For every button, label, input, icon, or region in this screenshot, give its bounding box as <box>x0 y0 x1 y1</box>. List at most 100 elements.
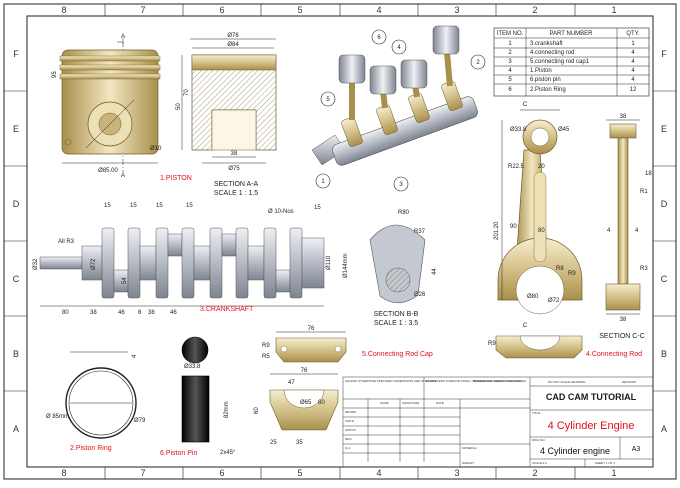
crank-web <box>235 227 249 299</box>
label-pin: 6.Piston Pin <box>160 450 197 457</box>
svg-text:1: 1 <box>321 179 325 185</box>
svg-text:All R3: All R3 <box>58 239 75 245</box>
section-marker-a-bottom: A <box>121 173 125 179</box>
section-aa-title: SECTION A-A <box>214 181 259 188</box>
svg-text:Ø 85mm: Ø 85mm <box>46 414 69 420</box>
svg-text:15: 15 <box>104 203 111 209</box>
svg-text:4: 4 <box>631 50 635 56</box>
svg-text:7: 7 <box>140 5 145 15</box>
svg-text:R37: R37 <box>414 229 426 235</box>
svg-text:54: 54 <box>122 277 128 284</box>
svg-text:7: 7 <box>140 468 145 478</box>
svg-text:A: A <box>661 424 667 434</box>
svg-text:R3: R3 <box>640 266 648 272</box>
svg-text:APPV'D: APPV'D <box>345 428 357 432</box>
crank-web <box>155 227 169 299</box>
company-name: CAD CAM TUTORIAL <box>546 392 637 402</box>
svg-text:18: 18 <box>645 171 652 177</box>
svg-text:4: 4 <box>376 468 381 478</box>
svg-text:Ø72: Ø72 <box>548 298 560 304</box>
svg-text:Ø 10-Nos: Ø 10-Nos <box>268 209 294 215</box>
svg-text:1: 1 <box>611 468 616 478</box>
svg-text:4: 4 <box>631 77 635 83</box>
section-marker-c-top: C <box>523 102 528 108</box>
svg-text:70: 70 <box>184 89 190 96</box>
svg-text:2x45°: 2x45° <box>220 450 236 456</box>
svg-text:1.Piston: 1.Piston <box>530 68 552 74</box>
svg-text:4: 4 <box>635 228 639 234</box>
svg-text:CHK'D: CHK'D <box>345 419 355 423</box>
svg-text:15: 15 <box>314 205 321 211</box>
piston-groove <box>59 73 161 80</box>
crank-web <box>209 227 223 299</box>
svg-text:DWG NO.: DWG NO. <box>532 438 546 442</box>
section-bb-scale: SCALE 1 : 3.5 <box>374 320 418 327</box>
assembly-3d-view: 1 2 3 4 5 6 <box>311 25 486 192</box>
cap-front <box>275 337 347 363</box>
svg-text:R9: R9 <box>488 341 496 347</box>
svg-text:8: 8 <box>61 5 66 15</box>
section-marker-a-top: A <box>121 34 125 40</box>
svg-text:Ø80: Ø80 <box>527 294 539 300</box>
svg-text:3: 3 <box>399 182 403 188</box>
svg-text:76: 76 <box>301 368 308 374</box>
svg-text:R80: R80 <box>398 210 410 216</box>
svg-text:1: 1 <box>611 5 616 15</box>
svg-text:D: D <box>661 199 668 209</box>
svg-text:F: F <box>13 49 19 59</box>
svg-text:38: 38 <box>620 114 627 120</box>
svg-text:Ø79: Ø79 <box>134 418 146 424</box>
section-cc-web <box>617 137 629 285</box>
svg-text:SHEET 1 OF 1: SHEET 1 OF 1 <box>595 461 615 465</box>
crankshaft-view: All R3 Ø32 Ø72 54 Ø110 Ø144mm Ø 10-Nos 1… <box>33 203 349 316</box>
sheet-size: A3 <box>632 446 641 453</box>
svg-text:R5: R5 <box>262 354 270 360</box>
piston-groove <box>59 55 161 62</box>
title-block: UNLESS OTHERWISE SPECIFIED: DIMENSIONS A… <box>342 376 654 468</box>
section-marker-c-bottom: C <box>523 323 528 329</box>
svg-text:QTY.: QTY. <box>626 31 640 37</box>
svg-text:5: 5 <box>297 5 302 15</box>
svg-text:3: 3 <box>454 5 459 15</box>
svg-text:MFG: MFG <box>345 437 352 441</box>
svg-text:95: 95 <box>52 71 58 78</box>
crank-web <box>101 227 115 299</box>
svg-text:R9: R9 <box>568 271 576 277</box>
svg-text:82mm: 82mm <box>224 401 230 418</box>
svg-text:TITLE:: TITLE: <box>532 411 541 415</box>
svg-text:Ø26: Ø26 <box>414 292 426 298</box>
ring-outer <box>65 367 137 439</box>
bom-row: 4 1.Piston 4 <box>508 68 635 74</box>
svg-text:Ø75: Ø75 <box>228 166 240 172</box>
svg-text:46: 46 <box>118 310 125 316</box>
svg-text:46: 46 <box>170 310 177 316</box>
section-bb-view: R80 R37 44 Ø26 SECTION B-B SCALE 1 : 3.5 <box>369 210 438 327</box>
bom-row: 5 6.piston pin 4 <box>508 77 635 83</box>
svg-text:38: 38 <box>231 151 238 157</box>
crank-web <box>181 227 195 299</box>
label-con-rod: 4.Connecting Rod <box>586 351 642 358</box>
svg-text:NAME: NAME <box>380 401 389 405</box>
drawing-title: 4 Cylinder Engine <box>548 420 635 432</box>
svg-text:F: F <box>661 49 667 59</box>
svg-text:DRAWN: DRAWN <box>345 410 356 414</box>
svg-text:12: 12 <box>630 87 637 93</box>
bom-table: ITEM NO. PART NUMBER QTY. 1 3.crankshaft… <box>493 27 650 97</box>
svg-text:201.20: 201.20 <box>494 221 500 240</box>
balloons: 1 2 3 4 5 6 <box>315 29 486 192</box>
svg-text:SCALE:1:2: SCALE:1:2 <box>532 461 547 465</box>
section-aa-view: Ø76 Ø84 50 70 38 Ø75 SECTION A-A SCALE 1… <box>176 33 277 197</box>
svg-text:E: E <box>661 124 667 134</box>
svg-text:REVISION: REVISION <box>622 380 636 384</box>
bom-row: 6 2.Piston Ring 12 <box>508 87 637 93</box>
assembly-piston <box>369 65 397 95</box>
svg-text:B: B <box>13 349 19 359</box>
crank-web <box>289 227 303 299</box>
crank-nose <box>39 256 83 270</box>
section-cc-title: SECTION C-C <box>599 333 645 340</box>
section-cc-view: 38 18 4 4 R1 R3 38 SECTION C-C <box>599 114 652 340</box>
svg-text:15: 15 <box>186 203 193 209</box>
svg-text:3: 3 <box>508 59 512 65</box>
svg-text:38: 38 <box>90 310 97 316</box>
svg-text:5.connecting rod cap1: 5.connecting rod cap1 <box>530 59 590 65</box>
